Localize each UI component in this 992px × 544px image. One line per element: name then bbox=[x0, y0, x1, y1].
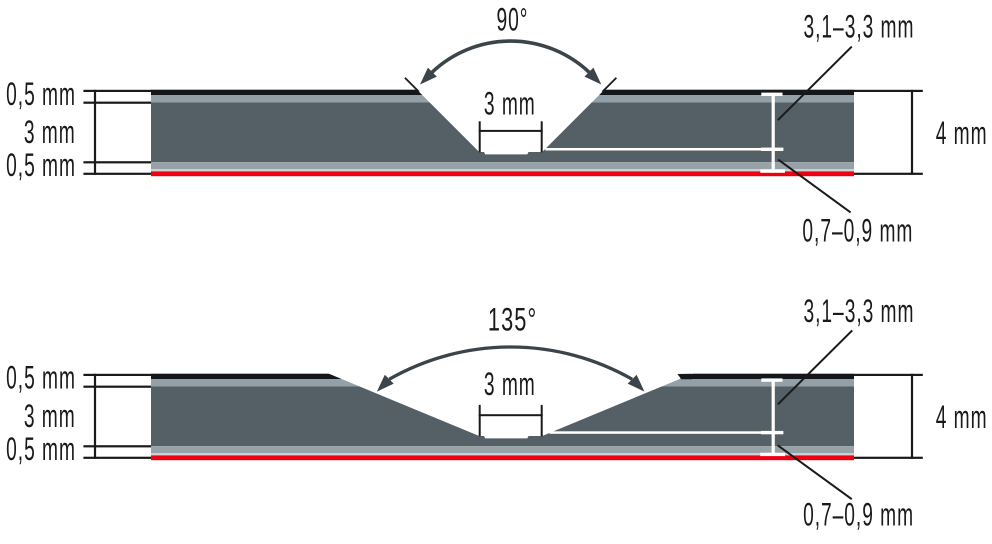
svg-text:3 mm: 3 mm bbox=[24, 398, 76, 434]
svg-text:4 mm: 4 mm bbox=[936, 399, 988, 435]
svg-text:0,7–0,9 mm: 0,7–0,9 mm bbox=[802, 213, 913, 249]
svg-text:3 mm: 3 mm bbox=[24, 114, 76, 150]
svg-text:3,1–3,3 mm: 3,1–3,3 mm bbox=[804, 293, 915, 329]
svg-text:0,5 mm: 0,5 mm bbox=[6, 76, 76, 112]
svg-text:0,5 mm: 0,5 mm bbox=[6, 431, 76, 467]
svg-text:3 mm: 3 mm bbox=[484, 85, 536, 121]
svg-text:3 mm: 3 mm bbox=[484, 366, 536, 402]
svg-text:0,5 mm: 0,5 mm bbox=[6, 147, 76, 183]
svg-text:4 mm: 4 mm bbox=[936, 115, 988, 151]
svg-text:3,1–3,3 mm: 3,1–3,3 mm bbox=[804, 8, 915, 44]
svg-text:0,5 mm: 0,5 mm bbox=[6, 360, 76, 396]
svg-text:0,7–0,9 mm: 0,7–0,9 mm bbox=[803, 497, 914, 533]
svg-text:135°: 135° bbox=[488, 301, 537, 337]
svg-text:90°: 90° bbox=[496, 1, 528, 37]
